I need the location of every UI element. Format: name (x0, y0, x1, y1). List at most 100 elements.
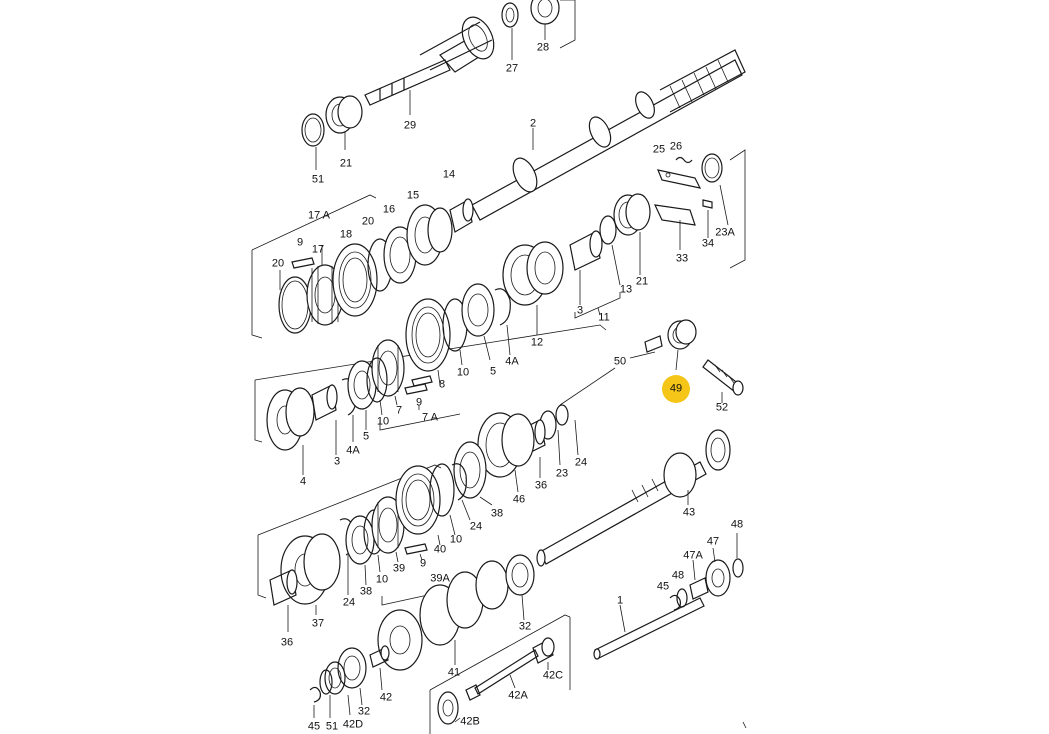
part-label-p24c: 24 (342, 596, 356, 609)
spring-part-26 (675, 156, 693, 164)
gear-cluster-part-41 (377, 560, 509, 671)
bearing-part-21-mid (613, 193, 651, 275)
part-label-p20b: 20 (271, 257, 285, 270)
washer-part-42D (324, 661, 351, 716)
needle-bearing-part-14 (449, 198, 474, 233)
part-label-p7a: 7 A (422, 411, 438, 424)
needle-bearing-part-3-upper (569, 230, 603, 305)
key-part-9-lower (404, 543, 428, 561)
synchro-ring-part-38-lower (345, 515, 375, 586)
part-label-p3b: 3 (333, 455, 341, 468)
part-label-p32a: 32 (518, 620, 532, 633)
part-label-p42a: 42A (508, 689, 528, 702)
part-label-p38b: 38 (359, 585, 373, 598)
part-label-p49: 49 (669, 382, 683, 395)
part-label-p9c: 9 (419, 557, 427, 570)
part-label-p41: 41 (447, 666, 461, 679)
part-label-p23a: 23A (715, 226, 735, 239)
screw-part-34 (702, 199, 713, 209)
part-label-p13: 13 (619, 283, 633, 296)
part-label-p34: 34 (701, 237, 715, 250)
part-label-p36a: 36 (534, 479, 548, 492)
part-label-p10a: 10 (456, 366, 470, 379)
shaft-part-1 (593, 597, 705, 660)
sleeve-part-42C (532, 637, 555, 670)
part-label-p14: 14 (442, 168, 456, 181)
part-label-p4ab: 4A (346, 444, 360, 457)
part-label-p17: 17 (311, 243, 325, 256)
part-label-p29: 29 (403, 119, 417, 132)
part-label-p10c: 10 (449, 533, 463, 546)
part-label-p9b: 9 (415, 396, 423, 409)
ring-part-10-bottom-right (429, 463, 456, 536)
part-label-p4: 4 (299, 475, 307, 488)
needle-bearing-part-36-lower (269, 569, 298, 632)
highlight-marker-49 (662, 375, 690, 403)
bearing-part-32-lower (337, 647, 367, 706)
part-label-p33: 33 (675, 252, 689, 265)
ring-part-10-lower (366, 357, 388, 416)
bearing-part-32-upper (505, 554, 535, 621)
key-part-9-upper (291, 257, 315, 269)
sleeve-part-40 (395, 465, 441, 546)
part-label-p4aa: 4A (505, 355, 519, 368)
gear-part-28 (530, 0, 560, 40)
sleeve-part-18 (332, 243, 378, 317)
part-label-p10d: 10 (375, 573, 389, 586)
clip-part-45-lower (309, 686, 321, 718)
ring-part-24-top (555, 404, 579, 456)
part-label-p10b: 10 (376, 415, 390, 428)
part-label-p5b: 5 (362, 430, 370, 443)
ring-part-20-left (278, 270, 312, 334)
part-label-p9a: 9 (296, 236, 304, 249)
part-label-p8: 8 (438, 378, 446, 391)
gear-part-46 (477, 412, 535, 493)
part-label-p37: 37 (311, 617, 325, 630)
part-label-p16: 16 (382, 203, 396, 216)
part-label-p50: 50 (613, 355, 627, 368)
bearing-part-27 (501, 2, 519, 60)
bolt-part-42A (465, 649, 539, 701)
part-label-p24b: 24 (469, 520, 483, 533)
part-label-p26: 26 (669, 140, 683, 153)
part-label-p42d: 42D (342, 718, 364, 731)
synchro-ring-part-5-upper (461, 283, 495, 361)
part-label-p46: 46 (512, 493, 526, 506)
part-label-p39: 39 (392, 562, 406, 575)
bearing-part-21-top (325, 95, 363, 150)
part-label-p18: 18 (339, 228, 353, 241)
part-label-p39a: 39A (430, 572, 450, 585)
part-label-p11: 11 (598, 311, 610, 324)
part-label-p12: 12 (530, 336, 544, 349)
bushing-part-50 (629, 335, 663, 359)
part-label-p20a: 20 (361, 215, 375, 228)
part-label-p27: 27 (505, 62, 519, 75)
part-label-p43: 43 (682, 506, 696, 519)
gear-part-15 (406, 204, 453, 266)
gear-part-47 (705, 547, 731, 597)
input-shaft-part-29 (364, 16, 495, 106)
ring-part-51-top (301, 113, 325, 170)
synchro-ring-part-38-upper (453, 441, 493, 506)
part-label-p32b: 32 (357, 705, 371, 718)
synchro-ring-part-5-lower (347, 360, 377, 430)
bushing-part-47A (689, 559, 709, 600)
main-shaft-part-2 (471, 49, 746, 221)
part-label-p28: 28 (536, 41, 550, 54)
ring-part-48-upper (732, 533, 744, 578)
lock-plate-part-25 (657, 169, 702, 189)
ring-part-13 (599, 215, 621, 286)
part-label-p38a: 38 (490, 507, 504, 520)
hub-part-7 (371, 339, 405, 406)
gear-part-12 (502, 241, 564, 335)
part-label-p42b: 42B (460, 715, 480, 728)
sleeve-part-8 (405, 298, 451, 386)
part-label-p36b: 36 (280, 636, 294, 649)
part-label-p21a: 21 (339, 157, 353, 170)
part-label-p1: 1 (616, 594, 624, 607)
part-label-p7: 7 (395, 404, 403, 417)
part-label-p17a: 17 A (307, 209, 331, 222)
part-label-p21b: 21 (635, 275, 649, 288)
ring-part-24-mid (451, 463, 471, 521)
